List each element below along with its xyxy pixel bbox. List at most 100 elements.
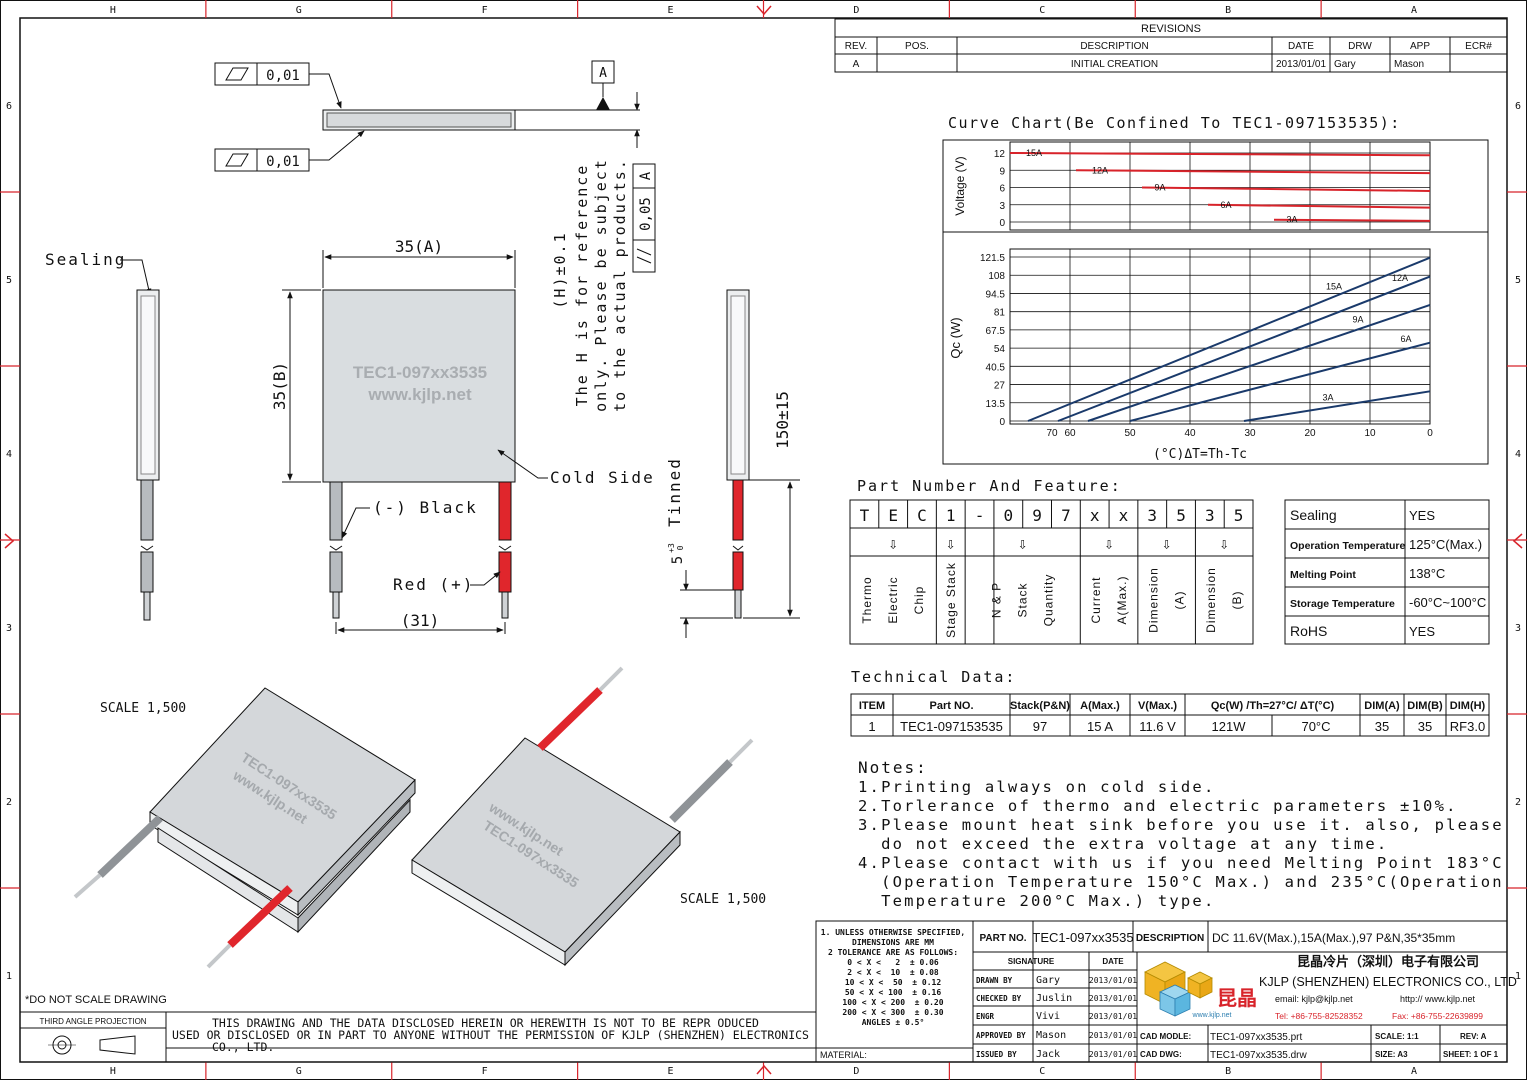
revisions-cell: A (853, 59, 860, 70)
feature-value: YES (1409, 508, 1435, 523)
revisions-header-cell: DATE (1288, 41, 1314, 52)
feature-value: YES (1409, 624, 1435, 639)
zone-col-label: A (1411, 1066, 1417, 1077)
zone-col-label: F (482, 5, 488, 16)
qc-tick-label: 67.5 (986, 326, 1006, 337)
qc-tick-label: 121.5 (980, 253, 1005, 264)
company-logo: 昆晶 www.kjlp.net (1144, 961, 1257, 1019)
disclaimer-line: USED OR DISCLOSED OR IN PART TO ANYONE W… (172, 1028, 809, 1042)
dim-tinned: 5 (670, 556, 686, 564)
note-line: 3.Please mount heat sink before you use … (858, 816, 1504, 834)
td-cell: TEC1-097153535 (900, 719, 1003, 734)
pn-arrow-icon: ⇩ (1219, 534, 1229, 553)
signature-name: Gary (1036, 975, 1060, 986)
pn-letter: C (917, 506, 927, 525)
qc-series-line (1057, 275, 1431, 422)
height-note: (H)±0.1 The H is for reference only. Ple… (551, 158, 629, 412)
projection-label: THIRD ANGLE PROJECTION (39, 1017, 146, 1026)
dt-tick-label: 0 (1427, 428, 1433, 439)
td-cell: 15 A (1087, 719, 1113, 734)
qc-series-label: 15A (1326, 282, 1342, 292)
qc-tick-label: 13.5 (986, 399, 1006, 410)
zone-row-label: 5 (6, 275, 12, 286)
feature-value: 138°C (1409, 566, 1445, 581)
gdt-parallelism: 0,05 A (632, 163, 656, 273)
size-label: SIZE: A3 (1375, 1050, 1408, 1059)
qc-series-label: 9A (1352, 314, 1363, 324)
feature-value: 125°C(Max.) (1409, 537, 1482, 552)
zone-col-label: D (853, 1066, 859, 1077)
gdt-flatness-bottom: 0,01 (214, 130, 365, 172)
flatness-icon (225, 153, 249, 167)
td-header-cell: DIM(H) (1450, 700, 1486, 712)
module-print-1: TEC1-097xx3535 (353, 363, 487, 382)
signature-role: CHECKED BY (976, 994, 1022, 1003)
pn-group-label: Electric (886, 576, 900, 623)
signature-date: 2013/01/01 (1089, 976, 1137, 985)
note-line: 2.Torlerance of thermo and electric para… (858, 797, 1458, 815)
red-lead-label: Red (+) (393, 575, 474, 594)
voltage-series-line (1273, 218, 1431, 222)
signature-header: SIGNATURE (1008, 957, 1055, 966)
pn-letter: 5 (1234, 506, 1244, 525)
pn-group-label: Dimension (1204, 567, 1218, 633)
td-header-cell: Stack(P&N) (1010, 700, 1070, 712)
td-cell: 35 (1375, 719, 1389, 734)
material-label: MATERIAL: (820, 1050, 867, 1060)
pn-group-label: (A) (1173, 591, 1187, 610)
pn-group-label: (B) (1230, 591, 1244, 610)
dim-tinned-tol-lower: 0 (676, 545, 685, 550)
dt-tick-label: 60 (1064, 428, 1076, 439)
zone-col-label: G (296, 5, 302, 16)
td-header-cell: Part NO. (929, 700, 973, 712)
cad-model-value: TEC1-097xx3535.prt (1210, 1032, 1302, 1043)
technical-table (850, 693, 1490, 737)
td-cell: 121W (1212, 719, 1247, 734)
part-number-title: Part Number And Feature: (857, 477, 1122, 495)
pn-group-label: N & P (990, 582, 1004, 618)
zone-row-label: 4 (1515, 449, 1521, 460)
feature-label: Sealing (1290, 507, 1337, 523)
note-line: (Operation Temperature 150°C Max.) and 2… (858, 873, 1504, 891)
tolerance-line: 200 < X < 300 ± 0.30 (842, 1008, 943, 1017)
zone-col-label: B (1225, 5, 1231, 16)
zone-col-label: D (853, 5, 859, 16)
cold-side-label: Cold Side (550, 468, 655, 487)
zone-row-label: 5 (1515, 275, 1521, 286)
center-arrow-right-icon (1512, 533, 1523, 549)
feature-label: Storage Temperature (1290, 598, 1395, 610)
part-no-label: PART NO. (979, 933, 1026, 944)
tolerance-line: 1. UNLESS OTHERWISE SPECIFIED, (821, 928, 966, 937)
scale-right-label: SCALE 1,500 (680, 892, 766, 907)
signature-date: 2013/01/01 (1089, 1031, 1137, 1040)
pn-arrow-icon: ⇩ (1104, 534, 1114, 553)
note-line: 1.Printing always on cold side. (858, 778, 1216, 796)
company-tel: Tel: +86-755-82528352 (1275, 1011, 1363, 1021)
qc-tick-label: 27 (994, 381, 1006, 392)
td-header-cell: DIM(B) (1407, 700, 1443, 712)
feature-label: Operation Temperature (1290, 540, 1405, 552)
signature-name: Jack (1036, 1049, 1060, 1060)
disclaimer-line: THIS DRAWING AND THE DATA DISCLOSED HERE… (212, 1016, 759, 1030)
tolerance-line: 2 < X < 10 ± 0.08 (847, 968, 939, 977)
dim-tinned-tol-upper: +3 (667, 543, 676, 553)
side-view-thin: A (322, 60, 640, 148)
signature-date: 2013/01/01 (1089, 1012, 1137, 1021)
dt-tick-label: 10 (1364, 428, 1376, 439)
td-cell: 97 (1033, 719, 1047, 734)
pn-arrow-icon: ⇩ (1018, 534, 1028, 553)
tolerance-line: 100 < X < 200 ± 0.20 (842, 998, 943, 1007)
qc-tick-label: 108 (988, 271, 1005, 282)
iso-view-left: SCALE 1,500 TEC1-097xx3535 www.kjlp.net (73, 687, 416, 969)
description-value: DC 11.6V(Max.),15A(Max.),97 P&N,35*35mm (1212, 931, 1455, 945)
sheet-label: SHEET: 1 OF 1 (1443, 1050, 1499, 1059)
qc-tick-label: 81 (994, 308, 1006, 319)
pn-group-label: Dimension (1147, 567, 1161, 633)
company-email: email: kjlp@kjlp.net (1275, 994, 1353, 1004)
parallel-icon (636, 256, 652, 264)
scale-left-label: SCALE 1,500 (100, 701, 186, 716)
cad-dwg-label: CAD DWG: (1140, 1050, 1182, 1059)
voltage-series-label: 6A (1220, 200, 1231, 210)
note-line: do not exceed the extra voltage at any t… (858, 835, 1388, 853)
pn-arrow-icon: ⇩ (888, 534, 898, 553)
